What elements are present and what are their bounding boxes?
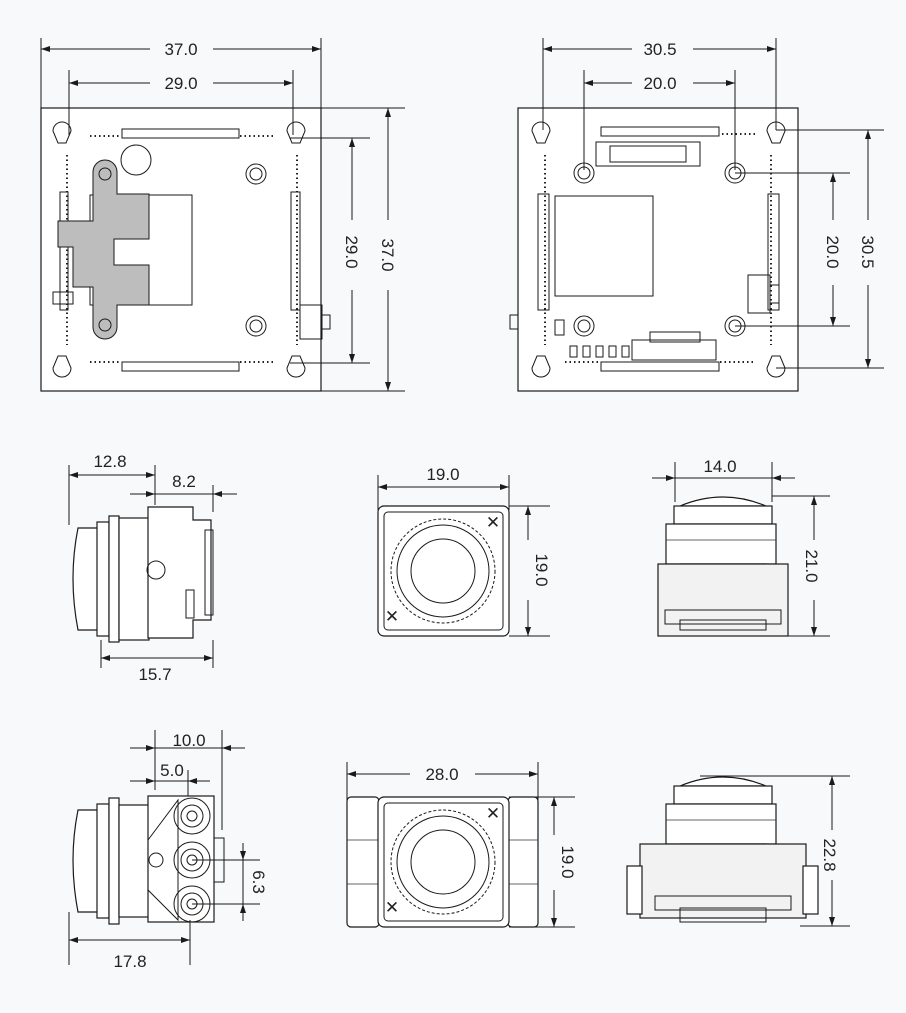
camera-side-view-extended: 10.0 5.0 6.3 17.8 [68, 730, 268, 971]
pcb-front-height-label: 37.0 [378, 238, 397, 271]
ext-front-height-label: 19.0 [558, 845, 577, 878]
ext-overall-length-label: 17.8 [113, 952, 146, 971]
camera-top-view: 14.0 21.0 [652, 457, 830, 637]
pcb-back-hole-span-x-label: 20.0 [643, 74, 676, 93]
side-lens-to-back-label: 15.7 [138, 665, 171, 684]
side-bracket-depth-label: 8.2 [172, 472, 196, 491]
ext-pitch-label: 6.3 [249, 870, 268, 894]
top-height-label: 21.0 [802, 549, 821, 582]
ext-offset-b-label: 5.0 [160, 761, 184, 780]
front-height-label: 19.0 [532, 553, 551, 586]
svg-text:✕: ✕ [385, 607, 399, 626]
pcb-front-hole-span-x-label: 29.0 [164, 74, 197, 93]
ext-front-width-label: 28.0 [425, 765, 458, 784]
pcb-back-view: 30.5 20.0 30.5 20.0 [509, 38, 884, 392]
camera-side-view: 12.8 8.2 15.7 [68, 452, 237, 684]
side-overall-length-label: 12.8 [93, 452, 126, 471]
pcb-back-hole-span-y-label: 20.0 [823, 235, 842, 268]
pcb-front-view: 37.0 29.0 37.0 29.0 [40, 38, 405, 392]
front-width-label: 19.0 [426, 465, 459, 484]
camera-top-view-extended: 22.8 [626, 775, 850, 927]
svg-text:✕: ✕ [486, 513, 500, 532]
svg-text:✕: ✕ [385, 898, 399, 917]
pcb-front-width-label: 37.0 [164, 40, 197, 59]
camera-front-view-extended: 28.0 19.0 ✕ ✕ [346, 762, 577, 928]
pcb-front-hole-span-y-label: 29.0 [342, 235, 361, 268]
camera-front-view: 19.0 19.0 ✕ ✕ [377, 465, 551, 637]
ext-top-height-label: 22.8 [820, 838, 839, 871]
top-lens-diameter-label: 14.0 [703, 457, 736, 476]
pcb-back-width-label: 30.5 [643, 40, 676, 59]
ext-offset-a-label: 10.0 [172, 731, 205, 750]
svg-text:✕: ✕ [486, 804, 500, 823]
pcb-back-height-label: 30.5 [858, 235, 877, 268]
